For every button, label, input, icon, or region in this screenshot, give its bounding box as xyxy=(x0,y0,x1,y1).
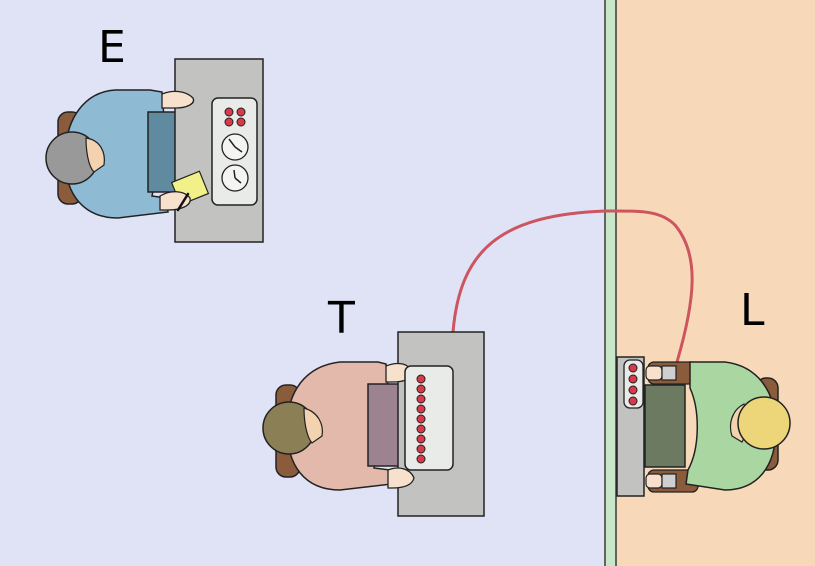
learner-figure xyxy=(616,356,791,497)
experimenter-panel-light xyxy=(224,107,234,117)
partition-wall xyxy=(604,0,617,566)
experimenter-face xyxy=(85,137,105,173)
answer-light xyxy=(628,363,638,373)
experimenter-label: E xyxy=(98,22,126,73)
experimenter-right-hand xyxy=(161,90,195,109)
experimenter-left-hand xyxy=(159,191,191,211)
shock-wire xyxy=(451,209,694,364)
learner-left-hand xyxy=(645,473,663,489)
experimenter-panel-light xyxy=(236,107,246,117)
teacher-lap xyxy=(367,383,401,467)
experimenter-dial-upper xyxy=(221,133,249,161)
shock-switch xyxy=(416,434,426,444)
shock-switch xyxy=(416,414,426,424)
experimenter-dial-lower xyxy=(221,164,249,192)
teacher-face xyxy=(303,407,323,444)
teacher-figure xyxy=(262,331,485,517)
learner-right-cuff xyxy=(661,365,677,381)
learner-lap xyxy=(644,384,686,468)
shock-switch xyxy=(416,454,426,464)
learner-right-hand xyxy=(645,365,663,381)
experimenter-teacher-room xyxy=(0,0,605,566)
learner-answer-panel xyxy=(623,359,644,409)
answer-light xyxy=(628,374,638,384)
shock-switch xyxy=(416,394,426,404)
answer-light xyxy=(628,396,638,406)
learner-head xyxy=(737,396,791,450)
teacher-left-hand xyxy=(387,467,415,489)
shock-switches xyxy=(416,374,426,464)
shock-switch xyxy=(416,404,426,414)
shock-switch xyxy=(416,424,426,434)
shock-generator-panel xyxy=(404,365,454,471)
experimenter-figure xyxy=(45,58,264,243)
shock-switch xyxy=(416,384,426,394)
experimenter-panel-light xyxy=(236,117,246,127)
learner-label: L xyxy=(740,285,765,336)
shock-switch xyxy=(416,444,426,454)
shock-switch xyxy=(416,374,426,384)
experimenter-panel-light xyxy=(224,117,234,127)
teacher-label: T xyxy=(328,293,355,344)
learner-left-cuff xyxy=(661,473,677,489)
experimenter-lap xyxy=(147,111,177,193)
answer-light xyxy=(628,385,638,395)
pen xyxy=(176,192,190,212)
